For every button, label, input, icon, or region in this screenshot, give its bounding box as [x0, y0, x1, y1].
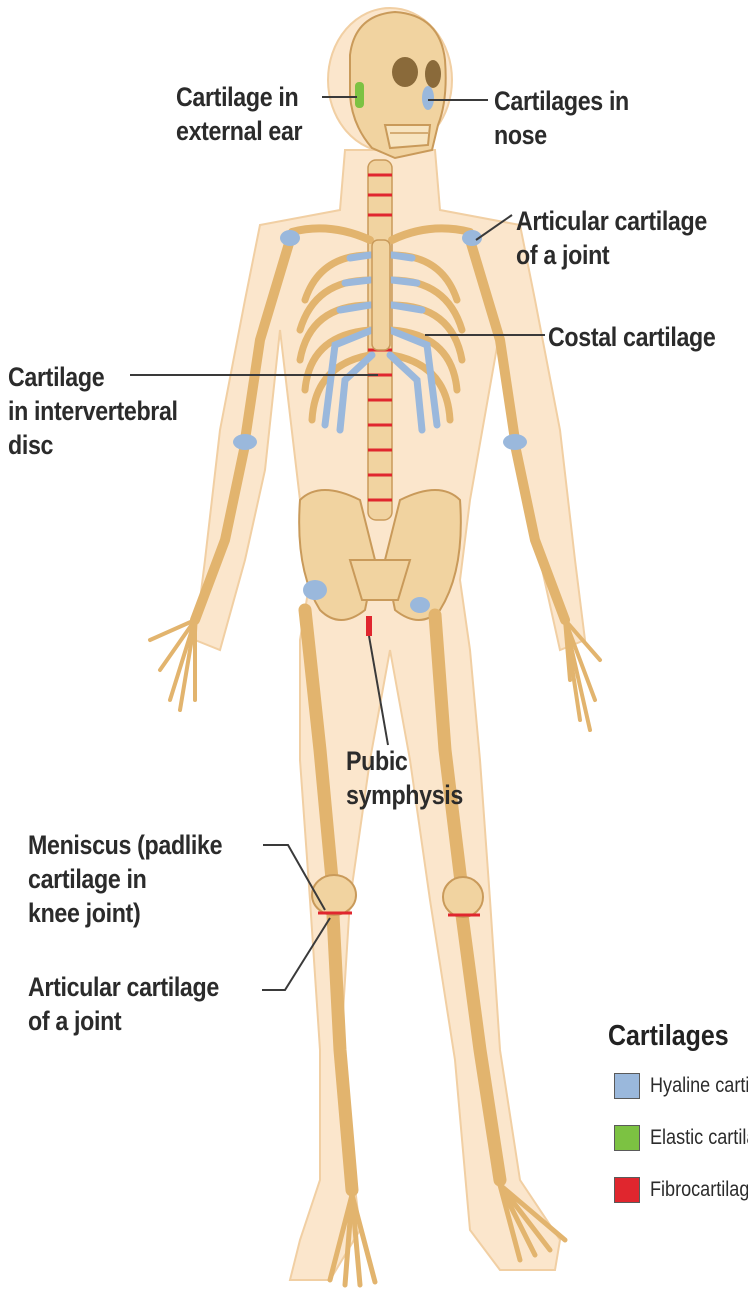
legend-item-elastic: Elastic cartilages	[608, 1123, 748, 1153]
legend-item-hyaline: Hyaline cartilages	[608, 1071, 748, 1101]
ear-cartilage	[355, 82, 364, 108]
legend-item-fibro: Fibrocartilages	[608, 1175, 748, 1205]
legend-swatch-hyaline	[614, 1073, 640, 1099]
label-articular-shoulder: Articular cartilage of a joint	[516, 204, 707, 272]
label-nose: Cartilages in nose	[494, 84, 629, 152]
hip-joint-right	[410, 597, 430, 613]
legend-title: Cartilages	[608, 1020, 728, 1053]
knees	[312, 875, 483, 917]
legend: Cartilages Hyaline cartilages Elastic ca…	[608, 1020, 748, 1227]
nose-cartilage	[422, 86, 434, 110]
legend-swatch-elastic	[614, 1125, 640, 1151]
legend-swatch-fibro	[614, 1177, 640, 1203]
skull	[350, 12, 446, 158]
legend-label-hyaline: Hyaline cartilages	[650, 1074, 748, 1098]
hip-joint-left	[303, 580, 327, 600]
pubic-symphysis-cartilage	[366, 616, 372, 636]
sternum	[372, 240, 390, 350]
label-costal: Costal cartilage	[548, 320, 715, 354]
label-pubic-symphysis: Pubic symphysis	[346, 744, 463, 812]
label-external-ear: Cartilage in external ear	[176, 80, 302, 148]
label-articular-knee: Articular cartilage of a joint	[28, 970, 219, 1038]
label-meniscus: Meniscus (padlike cartilage in knee join…	[28, 828, 222, 930]
label-intervertebral: Cartilage in intervertebral disc	[8, 360, 178, 462]
legend-label-fibro: Fibrocartilages	[650, 1178, 748, 1202]
legend-label-elastic: Elastic cartilages	[650, 1126, 748, 1150]
